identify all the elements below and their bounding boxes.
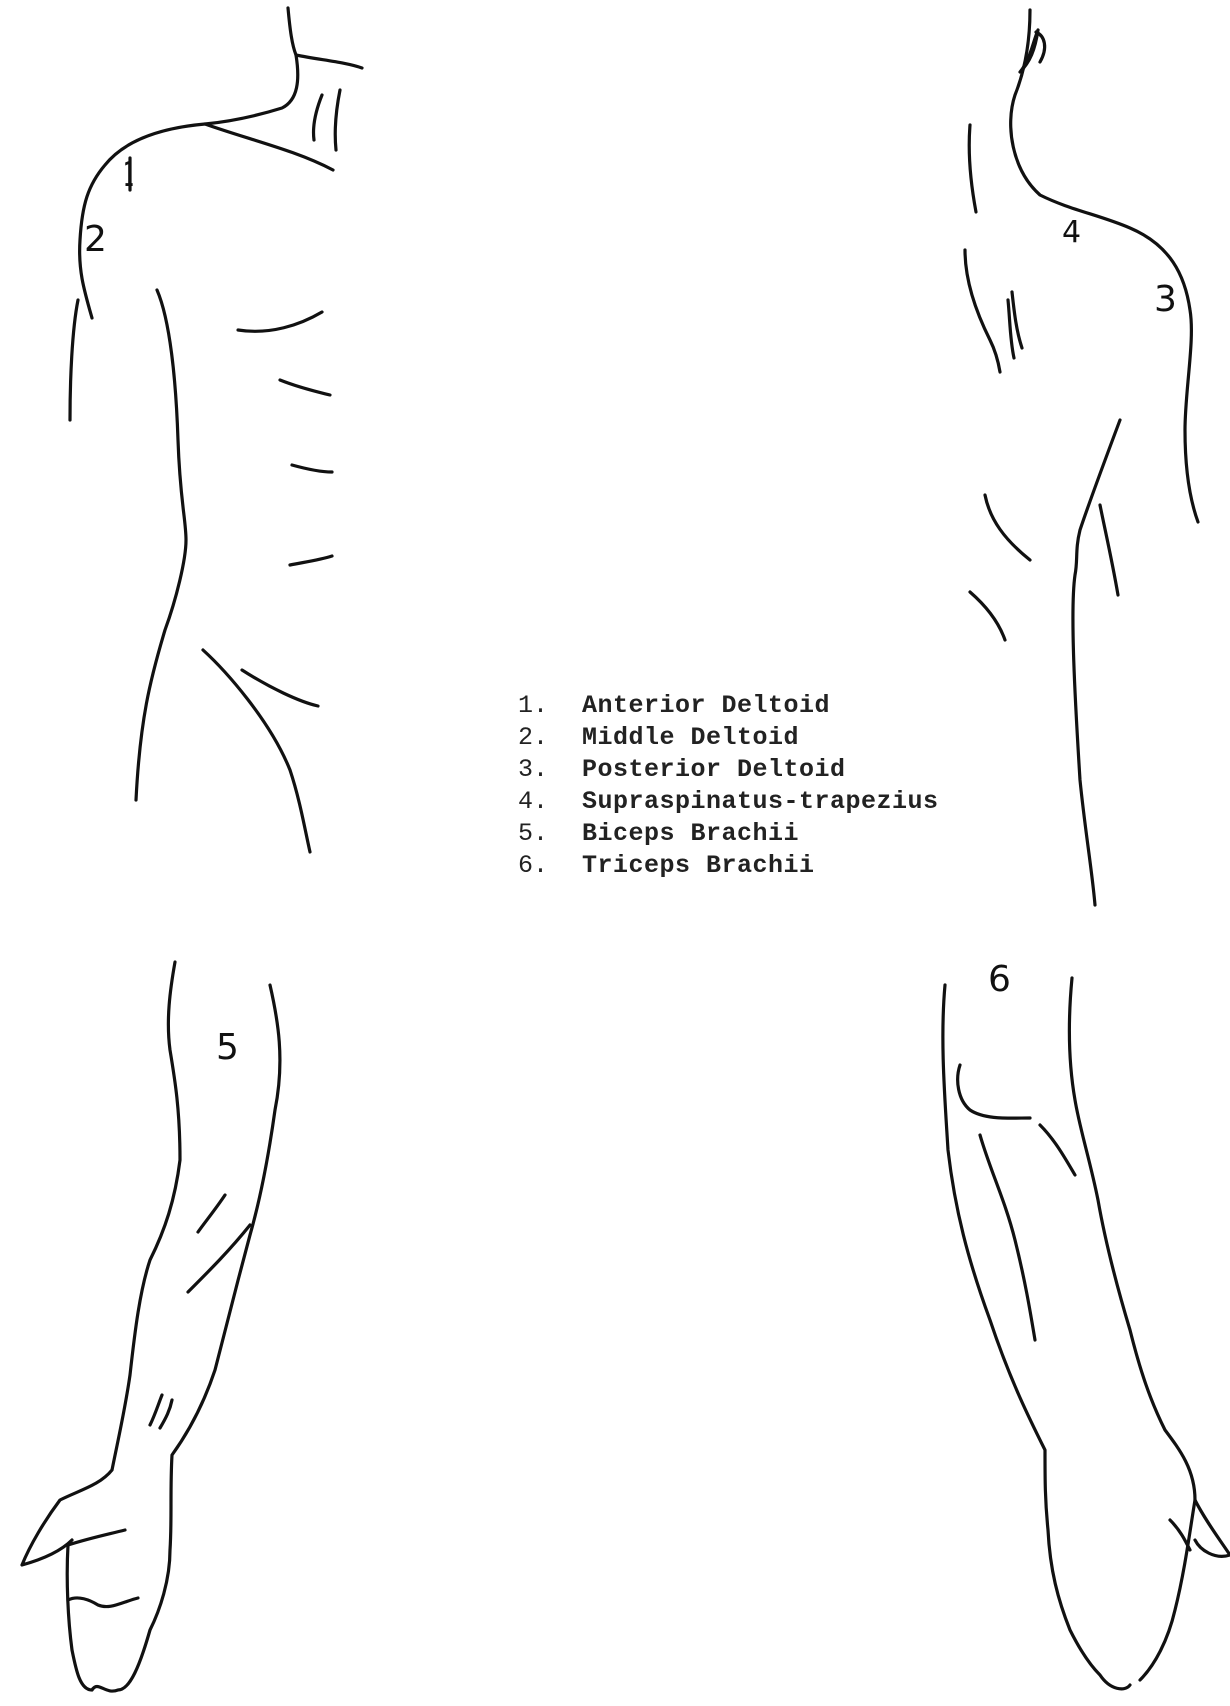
legend-number: 2. <box>518 722 582 754</box>
legend-item: 5. Biceps Brachii <box>518 818 939 850</box>
legend-number: 1. <box>518 690 582 722</box>
legend-item: 1. Anterior Deltoid <box>518 690 939 722</box>
legend-item: 2. Middle Deltoid <box>518 722 939 754</box>
legend-item: 3. Posterior Deltoid <box>518 754 939 786</box>
legend-label: Posterior Deltoid <box>582 754 846 786</box>
marker-3: 3 <box>1154 282 1177 318</box>
legend-label: Triceps Brachii <box>582 850 815 882</box>
legend-label: Anterior Deltoid <box>582 690 830 722</box>
legend-number: 5. <box>518 818 582 850</box>
marker-6: 6 <box>988 962 1011 998</box>
legend-number: 6. <box>518 850 582 882</box>
back-shoulder-drawing <box>965 10 1198 905</box>
back-arm-drawing <box>943 978 1230 1689</box>
legend-label: Biceps Brachii <box>582 818 799 850</box>
marker-2: 2 <box>84 222 107 258</box>
legend-label: Supraspinatus-trapezius <box>582 786 939 818</box>
marker-1: 1 <box>123 158 134 192</box>
front-arm-drawing <box>22 962 280 1691</box>
marker-4: 4 <box>1062 218 1081 248</box>
front-torso-drawing <box>70 8 362 852</box>
legend-number: 4. <box>518 786 582 818</box>
legend-item: 6. Triceps Brachii <box>518 850 939 882</box>
legend-label: Middle Deltoid <box>582 722 799 754</box>
legend-number: 3. <box>518 754 582 786</box>
legend-item: 4. Supraspinatus-trapezius <box>518 786 939 818</box>
marker-5: 5 <box>216 1030 239 1066</box>
legend: 1. Anterior Deltoid 2. Middle Deltoid 3.… <box>518 690 939 882</box>
